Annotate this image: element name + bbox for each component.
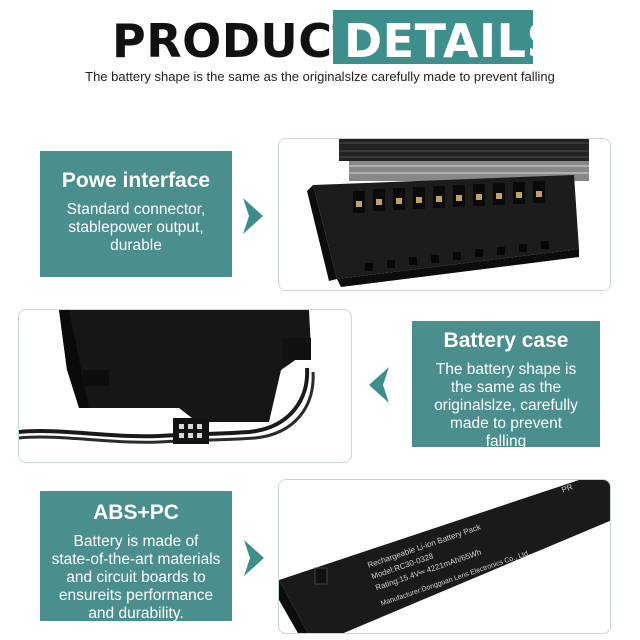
feature-line: durable [110, 237, 162, 254]
feature-line: made to prevent [449, 415, 562, 432]
feature-title: Battery case [443, 329, 569, 352]
title-details: DETAILS [344, 14, 561, 68]
feature-line: Battery is made of [73, 533, 199, 550]
page-header: PRODUCT DETAILS [0, 10, 640, 68]
feature-line: the same as the [450, 379, 562, 396]
title-highlight-box [333, 10, 533, 64]
arrow-left-icon [369, 367, 389, 403]
battery-label-photo: Rechargeable Li-ion Battery Pack Model:R… [278, 479, 611, 634]
feature-line: stablepower output, [68, 219, 204, 236]
label-edge-text: PR [560, 482, 574, 494]
feature-line: and circuit boards to [66, 569, 206, 586]
feature-card-abs-pc: ABS+PC Battery is made of state-of-the-a… [40, 491, 232, 623]
feature-description: Battery is made of state-of-the-art mate… [40, 533, 232, 623]
feature-title: Powe interface [61, 169, 211, 192]
feature-line: and durability. [88, 605, 184, 622]
feature-description: Standard connector, stablepower output, … [40, 201, 232, 255]
feature-line: originalslze, carefully [434, 397, 578, 414]
feature-card-power-interface: Powe interface Standard connector, stabl… [40, 151, 232, 277]
feature-line: Standard connector, [66, 201, 206, 218]
arrow-right-icon [243, 198, 263, 234]
feature-description: The battery shape is the same as the ori… [412, 361, 600, 451]
page-subtitle: The battery shape is the same as the ori… [85, 69, 555, 84]
battery-case-photo [18, 309, 352, 463]
title-product: PRODUCT [112, 14, 365, 68]
connector-photo [278, 138, 611, 291]
feature-title: ABS+PC [93, 501, 179, 524]
arrow-right-icon [244, 540, 264, 576]
feature-line: ensureits performance [58, 587, 214, 604]
feature-line: falling [485, 433, 527, 450]
feature-line: state-of-the-art materials [51, 551, 221, 568]
feature-card-battery-case: Battery case The battery shape is the sa… [412, 321, 600, 450]
feature-line: The battery shape is [435, 361, 577, 378]
